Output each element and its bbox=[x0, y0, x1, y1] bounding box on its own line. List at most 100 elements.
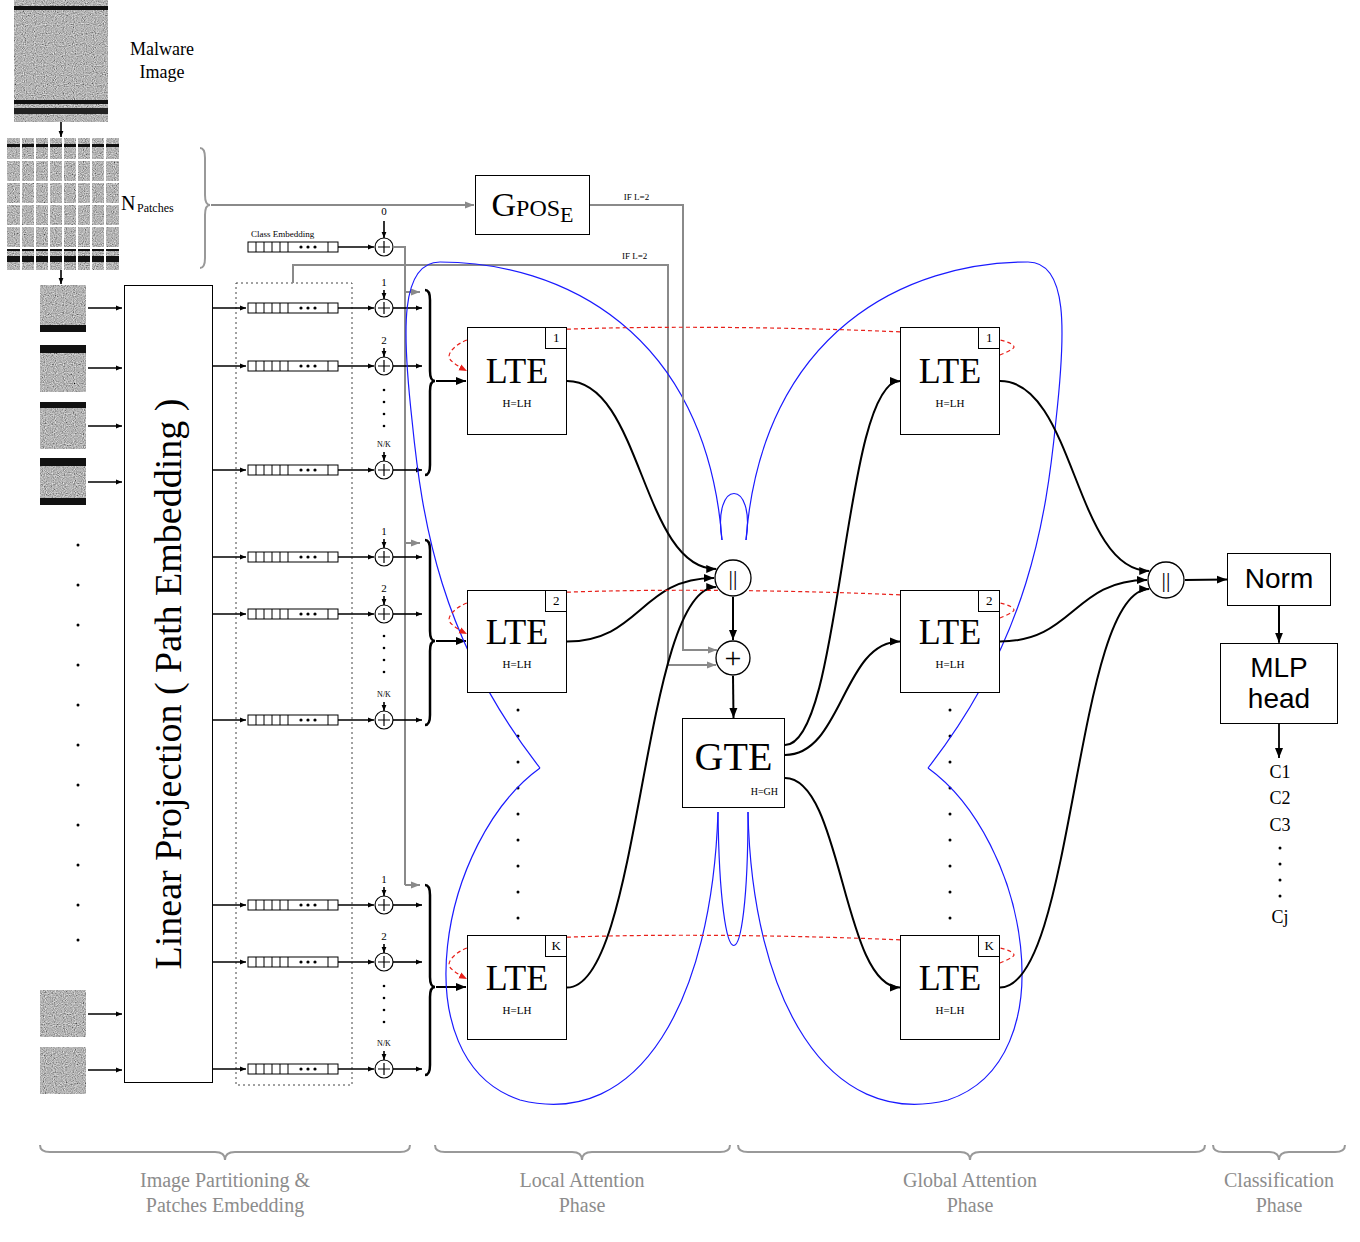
index-box: 2 bbox=[978, 590, 1000, 612]
phase-label: Global Attention Phase bbox=[880, 1168, 1060, 1218]
ellipsis-dots bbox=[1279, 895, 1282, 898]
embedding-row bbox=[213, 702, 422, 729]
butterfly-curve bbox=[748, 768, 1022, 1104]
node-text: LTE bbox=[919, 353, 982, 389]
flow-arrow bbox=[567, 578, 714, 642]
phase-brace bbox=[40, 1145, 1345, 1160]
butterfly-curve bbox=[746, 262, 1062, 768]
ellipsis-dots bbox=[1279, 863, 1282, 866]
node-text: 2 bbox=[553, 594, 560, 607]
flow-arrow bbox=[1000, 381, 1149, 571]
label-slot: C3 bbox=[1263, 816, 1297, 834]
flow-arrow bbox=[590, 205, 717, 650]
patch-image bbox=[40, 345, 86, 392]
index-box: K bbox=[545, 935, 567, 957]
group-brace bbox=[425, 290, 435, 475]
node-text: H=LH bbox=[936, 398, 965, 409]
diagram-label: 2 bbox=[371, 583, 397, 594]
flow-arrow bbox=[1000, 589, 1149, 988]
encoder-box: LTEH=LH1 bbox=[467, 327, 567, 435]
patch-image bbox=[40, 285, 86, 332]
embedding-row bbox=[213, 887, 422, 914]
flow-arrow bbox=[732, 676, 735, 718]
ellipsis-dots bbox=[383, 647, 386, 650]
diagram-label: N/K bbox=[371, 441, 397, 449]
label-slot: N bbox=[121, 193, 135, 213]
ellipsis-dots bbox=[383, 985, 386, 988]
flow-arrow bbox=[785, 381, 900, 745]
output-arrow bbox=[1279, 722, 1280, 758]
ellipsis-dots bbox=[949, 761, 952, 764]
ellipsis-dots bbox=[77, 624, 80, 627]
input-arrow bbox=[436, 640, 466, 642]
node-text: GTE bbox=[695, 737, 773, 777]
label-slot: IF L=2 bbox=[622, 252, 647, 261]
group-brace bbox=[425, 290, 435, 1075]
diagram-label: Class Embedding bbox=[251, 230, 314, 239]
diagram-label: C1 bbox=[1263, 763, 1297, 781]
class-embedding bbox=[405, 542, 420, 544]
node-text: H=LH bbox=[503, 1005, 532, 1016]
concat-circle: || bbox=[714, 559, 752, 597]
encoder-box: LTEH=LHK bbox=[900, 935, 1000, 1040]
label-slot: N/K bbox=[371, 1040, 397, 1048]
patch-arrow bbox=[88, 481, 122, 483]
node-text: LTE bbox=[486, 960, 549, 996]
concat-circle: || bbox=[1147, 561, 1185, 599]
node-text: GPOS bbox=[491, 188, 560, 234]
patches-brace bbox=[200, 148, 474, 268]
flow-arrow bbox=[785, 642, 900, 756]
encoder-box: LTEH=LH2 bbox=[467, 590, 567, 693]
patch-arrow bbox=[88, 425, 122, 427]
position-encoding-box: GPOSE bbox=[475, 175, 590, 235]
node-text: H=LH bbox=[503, 398, 532, 409]
node-text: Linear Projection ( Path Embedding ) bbox=[150, 399, 188, 970]
diagram-label: 2 bbox=[371, 931, 397, 942]
label-slot: Cj bbox=[1263, 908, 1297, 926]
input-arrow bbox=[436, 380, 466, 382]
node-text: || bbox=[1162, 569, 1171, 591]
ellipsis-dots bbox=[383, 1021, 386, 1024]
embedding-row bbox=[213, 539, 422, 566]
patch-grid bbox=[7, 138, 119, 270]
ellipsis-dots bbox=[77, 664, 80, 667]
class-embedding bbox=[405, 291, 420, 293]
ellipsis-dots bbox=[517, 709, 520, 712]
patches-brace bbox=[200, 148, 210, 268]
label-slot: C1 bbox=[1263, 763, 1297, 781]
flow-arrow bbox=[1278, 606, 1280, 643]
encoder-box: LTE H=LH K bbox=[467, 935, 567, 1040]
node-text: H=GH bbox=[751, 787, 778, 797]
phase-label: Classification Phase bbox=[1214, 1168, 1344, 1218]
diagram-label: N/K bbox=[371, 1040, 397, 1048]
label-slot: Local Attention Phase bbox=[497, 1168, 667, 1218]
node-text: 1 bbox=[986, 331, 993, 344]
embedding-row bbox=[213, 944, 422, 971]
encoder-box: LTE H=LH 1 bbox=[900, 327, 1000, 435]
ellipsis-dots bbox=[949, 865, 952, 868]
node-text: LTE bbox=[919, 960, 982, 996]
patch-image bbox=[40, 325, 86, 332]
phase-brace bbox=[40, 1145, 410, 1160]
label-slot: 0 bbox=[374, 206, 394, 217]
class-embedding bbox=[248, 242, 338, 252]
patch-image bbox=[40, 1047, 86, 1094]
ellipsis-dots bbox=[383, 997, 386, 1000]
ellipsis-dots bbox=[77, 939, 80, 942]
label-slot: Class Embedding bbox=[251, 230, 314, 239]
diagram-label: N bbox=[121, 193, 135, 213]
phase-brace bbox=[435, 1145, 730, 1160]
diagram-label: Patches bbox=[137, 202, 174, 214]
circle-outline bbox=[716, 641, 750, 675]
class-embedding bbox=[338, 246, 374, 248]
ellipsis-dots bbox=[383, 671, 386, 674]
ellipsis-dots bbox=[1279, 879, 1282, 882]
label-slot: 1 bbox=[371, 526, 397, 537]
ellipsis-dots bbox=[77, 784, 80, 787]
phase-label: Local Attention Phase bbox=[497, 1168, 667, 1218]
flow-arrow bbox=[732, 597, 734, 640]
flow-arrow bbox=[60, 270, 62, 284]
node-text: LTE bbox=[919, 614, 982, 650]
label-slot: Classification Phase bbox=[1214, 1168, 1344, 1218]
